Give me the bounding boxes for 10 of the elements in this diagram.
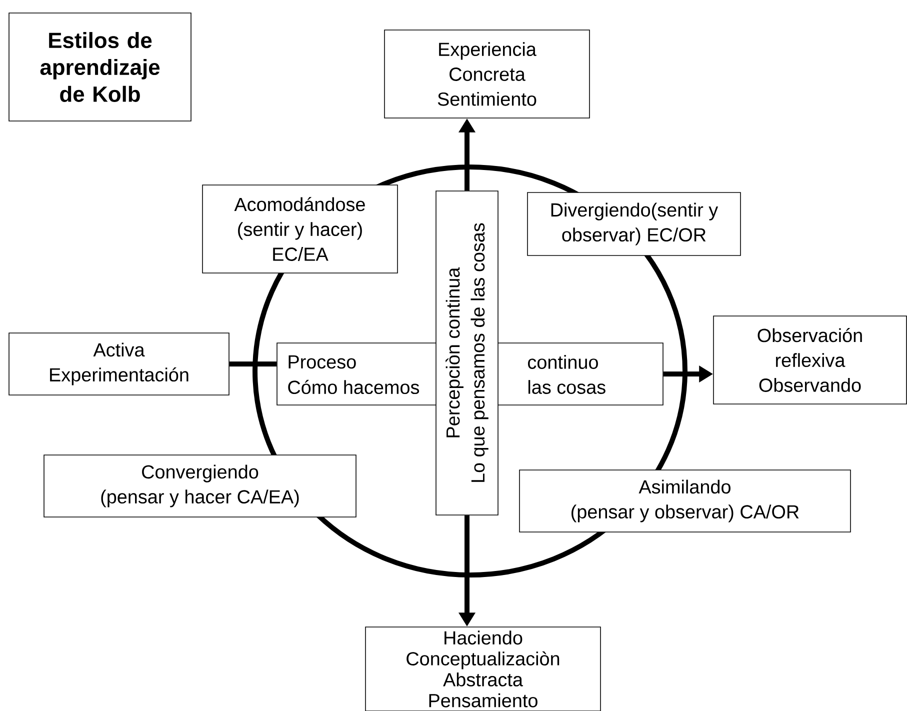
concept-box: Haciendo Conceptualizaciòn Abstracta Pensamiento [365, 626, 601, 711]
concept-box: Activa Experimentación [8, 332, 230, 396]
style-box: Divergiendo(sentir y observar) EC/OR [527, 192, 741, 256]
style-box: Acomodándose (sentir y hacer) EC/EA [202, 184, 398, 274]
style-box: Asimilando (pensar y observar) CA/OR [519, 470, 851, 532]
concept-box: Observación reflexiva Observando [713, 316, 907, 404]
title-box: Estilos de aprendizaje de Kolb [8, 12, 192, 122]
style-box: Convergiendo (pensar y hacer CA/EA) [44, 454, 356, 518]
concept-box: Experiencia Concreta Sentimiento [384, 30, 590, 118]
axis-box: Percepciòn continua Lo que pensamos de las cosas [436, 190, 498, 516]
